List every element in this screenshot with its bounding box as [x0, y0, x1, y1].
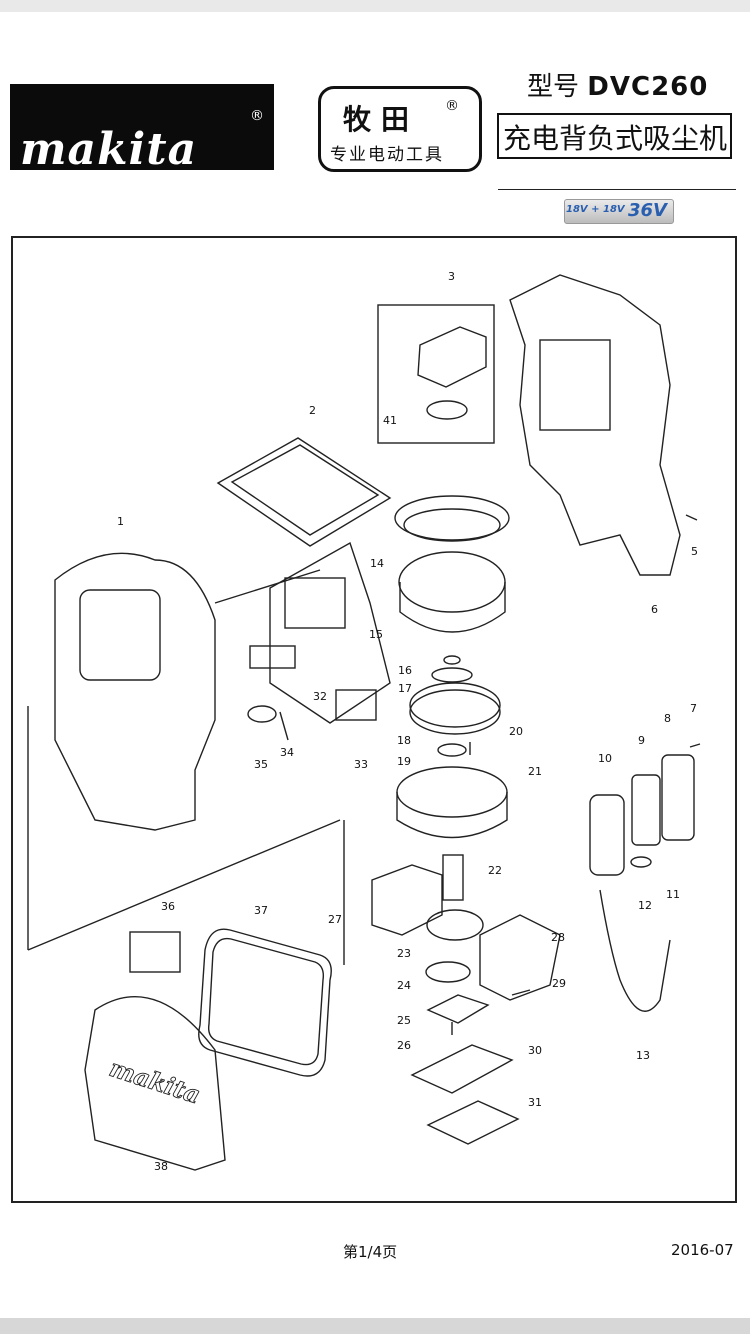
part-19 [437, 743, 467, 757]
brand-subtitle: 专业电动工具 [330, 145, 444, 165]
model-code: DVC260 [587, 72, 709, 102]
top-edge [0, 0, 750, 12]
part-13-cable [599, 889, 671, 1012]
brand-badge [318, 86, 482, 172]
part-22-motor-shaft [442, 854, 464, 901]
part-14-ring [394, 495, 510, 541]
cover-logo: makita [106, 1053, 204, 1109]
part-17 [431, 667, 473, 683]
brand-registered-mark: ® [445, 98, 459, 114]
part-30-tray [410, 1044, 514, 1094]
part-37-gasket [198, 928, 332, 1077]
label-13: 13 [636, 1049, 650, 1062]
label-33: 33 [354, 758, 368, 771]
part-8 [661, 754, 695, 841]
page-number: 第1/4页 [343, 1243, 398, 1261]
part-29-screw [511, 989, 531, 996]
part-38-cover [84, 996, 226, 1171]
part-31-pad [426, 1100, 520, 1145]
label-36: 36 [161, 900, 175, 913]
brand-name: 牧田 [343, 103, 420, 136]
part-28 [479, 914, 561, 1001]
part-6-frame [509, 274, 681, 576]
voltage-badge-label: 18V + 18V [566, 204, 625, 215]
label-2: 2 [309, 404, 316, 417]
label-18: 18 [397, 734, 411, 747]
model-line: 型号 DVC260 [527, 66, 708, 103]
label-35: 35 [254, 758, 268, 771]
part-32-bracket [269, 541, 391, 724]
product-name: 充电背负式吸尘机 [503, 122, 728, 155]
label-14: 14 [370, 557, 384, 570]
label-15: 15 [369, 628, 383, 641]
label-12: 12 [638, 899, 652, 912]
label-8: 8 [664, 712, 671, 725]
part-7-screw [689, 743, 701, 748]
exploded-diagram-frame [11, 236, 737, 1203]
part-34-screw [279, 711, 289, 741]
part-5-screw [685, 514, 698, 521]
label-32: 32 [313, 690, 327, 703]
part-9 [631, 774, 661, 846]
label-28: 28 [551, 931, 565, 944]
part-21-housing [396, 766, 508, 818]
part-33-board [335, 689, 377, 721]
part-1-housing [54, 552, 216, 831]
label-34: 34 [280, 746, 294, 759]
label-21: 21 [528, 765, 542, 778]
voltage-badge [564, 199, 674, 224]
label-41: 41 [383, 414, 397, 427]
label-10: 10 [598, 752, 612, 765]
part-15-filter [398, 551, 506, 613]
part-27 [371, 864, 443, 936]
part-23-stator [426, 909, 484, 941]
label-24: 24 [397, 979, 411, 992]
header-divider [498, 189, 736, 190]
label-19: 19 [397, 755, 411, 768]
part-35 [247, 705, 277, 723]
label-9: 9 [638, 734, 645, 747]
makita-logo [10, 84, 274, 170]
document-date: 2016-07 [671, 1241, 734, 1259]
part-36-clip [129, 931, 181, 973]
label-38: 38 [154, 1160, 168, 1173]
part-24 [425, 961, 471, 983]
label-37: 37 [254, 904, 268, 917]
label-17: 17 [398, 682, 412, 695]
label-31: 31 [528, 1096, 542, 1109]
label-29: 29 [552, 977, 566, 990]
label-3: 3 [448, 270, 455, 283]
part-10-remote [589, 794, 625, 876]
part-12 [630, 856, 652, 868]
label-20: 20 [509, 725, 523, 738]
part-18-fan [409, 682, 501, 728]
part-2-filter [216, 437, 392, 547]
product-name-box [497, 113, 732, 159]
part-16 [443, 655, 461, 665]
voltage-total: 36V [628, 200, 667, 221]
part-25 [426, 994, 490, 1024]
part-32-panel [284, 577, 346, 629]
label-26: 26 [397, 1039, 411, 1052]
label-1: 1 [117, 515, 124, 528]
part-3-inset-box [377, 304, 495, 444]
part-small-switch [249, 645, 296, 669]
label-23: 23 [397, 947, 411, 960]
label-5: 5 [691, 545, 698, 558]
label-22: 22 [488, 864, 502, 877]
part-3-flange [417, 326, 487, 388]
label-30: 30 [528, 1044, 542, 1057]
bottom-edge [0, 1318, 750, 1334]
label-16: 16 [398, 664, 412, 677]
part-41-oring [426, 400, 468, 420]
label-25: 25 [397, 1014, 411, 1027]
label-7: 7 [690, 702, 697, 715]
logo-registered-mark: ® [250, 108, 264, 124]
label-27: 27 [328, 913, 342, 926]
model-prefix: 型号 [527, 72, 580, 102]
label-11: 11 [666, 888, 680, 901]
label-6: 6 [651, 603, 658, 616]
logo-text: makita [20, 124, 198, 175]
